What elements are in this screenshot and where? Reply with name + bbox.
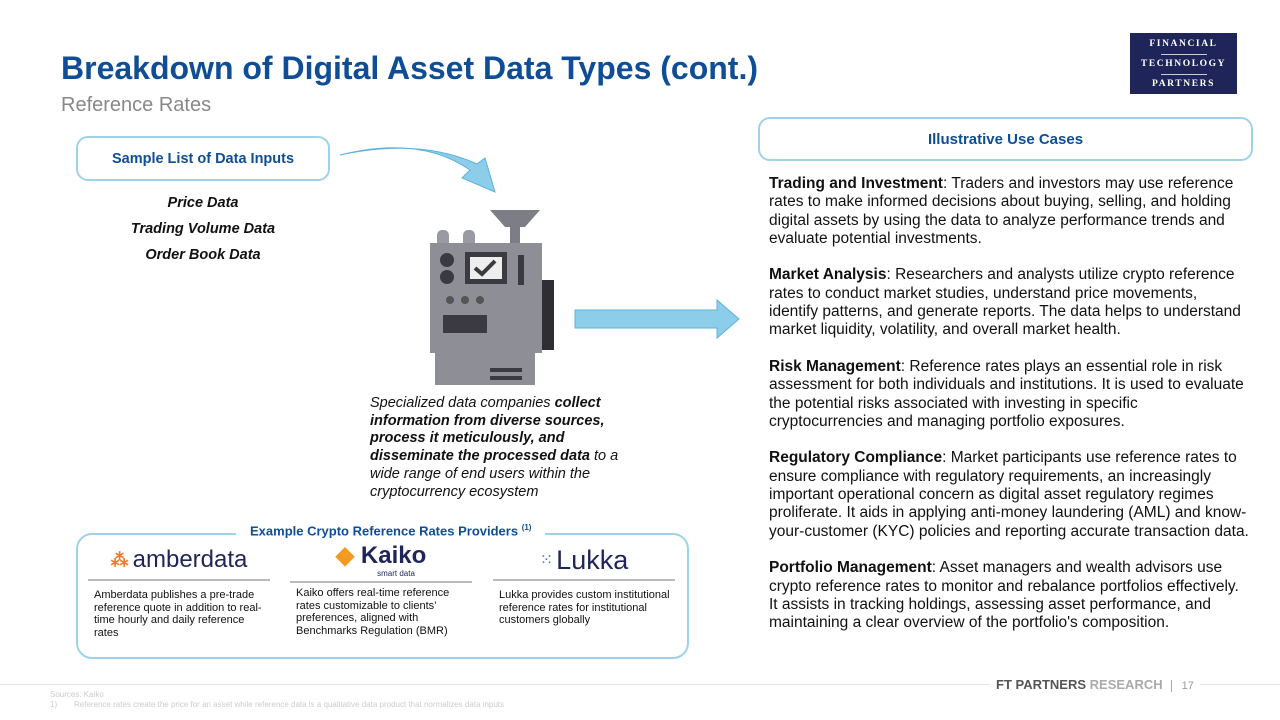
logo-tagline: smart data — [377, 569, 415, 578]
sources-text: Sources: Kaiko — [50, 690, 104, 699]
provider-desc: Amberdata publishes a pre-trade referenc… — [94, 589, 262, 639]
brand-text: FT PARTNERS — [996, 677, 1087, 692]
lukka-logo: ⁙Lukka — [493, 545, 675, 581]
provider-lukka: ⁙Lukka Lukka provides custom institution… — [493, 545, 675, 627]
input-item: Price Data — [167, 195, 239, 211]
use-case-body: : Traders and investors may use referenc… — [769, 175, 1234, 247]
use-case: Portfolio Management: Asset managers and… — [769, 559, 1249, 632]
ftp-logo: FINANCIAL TECHNOLOGY PARTNERS — [1130, 33, 1237, 94]
use-case: Risk Management: Reference rates plays a… — [769, 358, 1249, 431]
providers-title: Example Crypto Reference Rates Providers… — [236, 523, 546, 539]
provider-desc: Lukka provides custom institutional refe… — [499, 589, 670, 627]
curved-arrow-icon — [339, 147, 496, 193]
machine-caption: Specialized data companies collect infor… — [370, 395, 620, 501]
note-text: Reference rates create the price for an … — [74, 700, 505, 709]
footer-divider — [0, 684, 1280, 685]
use-case: Market Analysis: Researchers and analyst… — [769, 266, 1249, 339]
page-subtitle: Reference Rates — [61, 94, 212, 116]
logo-text: amberdata — [132, 546, 248, 573]
use-case: Regulatory Compliance: Market participan… — [769, 449, 1249, 540]
logo-line: PARTNERS — [1152, 79, 1215, 89]
use-case-head: Portfolio Management — [769, 559, 932, 577]
data-inputs-header: Sample List of Data Inputs — [76, 136, 330, 181]
caption-text: Specialized data companies — [370, 395, 555, 411]
use-case-head: Market Analysis — [769, 266, 887, 284]
use-case-body: : Asset managers and wealth advisors use… — [769, 559, 1239, 632]
use-cases-header: Illustrative Use Cases — [758, 117, 1253, 161]
use-case-body: : Researchers and analysts utilize crypt… — [769, 266, 1241, 339]
provider-desc: Kaiko offers real-time reference rates c… — [296, 587, 450, 637]
logo-text: Lukka — [556, 544, 629, 575]
amberdata-logo: ⁂amberdata — [88, 545, 270, 581]
caption-bold: collect information from diverse sources… — [370, 395, 605, 465]
use-case-head: Trading and Investment — [769, 175, 943, 192]
use-case-body: : Market participants use reference rate… — [769, 449, 1249, 540]
note-number: 1) — [50, 700, 58, 709]
use-case-head: Risk Management — [769, 357, 901, 375]
use-cases-list: Trading and Investment: Traders and inve… — [769, 175, 1249, 651]
page-number: 17 — [1170, 680, 1194, 692]
use-case: Trading and Investment: Traders and inve… — [769, 175, 1249, 248]
brand-research: RESEARCH — [1086, 677, 1163, 692]
logo-line: TECHNOLOGY — [1140, 59, 1227, 69]
right-arrow-icon — [574, 298, 740, 340]
input-item: Order Book Data — [145, 247, 261, 263]
input-item: Trading Volume Data — [130, 221, 276, 237]
logo-text: Kaiko — [360, 542, 427, 569]
providers-title-text: Example Crypto Reference Rates Providers — [250, 523, 519, 539]
data-machine-icon — [430, 210, 554, 385]
logo-line: FINANCIAL — [1149, 39, 1218, 49]
provider-amberdata: ⁂amberdata Amberdata publishes a pre-tra… — [88, 545, 270, 639]
footer-brand: FT PARTNERS RESEARCH 17 — [990, 677, 1200, 692]
page-title: Breakdown of Digital Asset Data Types (c… — [61, 50, 758, 86]
footer-sources: Sources: Kaiko 1) Reference rates create … — [50, 690, 504, 710]
use-case-body: : Reference rates plays an essential rol… — [769, 357, 1244, 430]
caption-text: to a wide range of end users within the … — [370, 448, 619, 500]
use-case-head: Regulatory Compliance — [769, 449, 943, 467]
footnote-ref: (1) — [521, 523, 532, 532]
